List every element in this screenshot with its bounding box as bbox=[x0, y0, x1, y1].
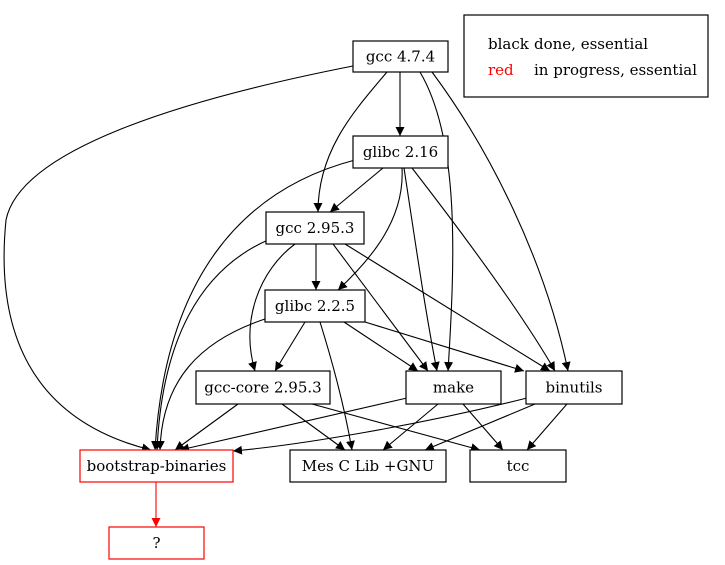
edge-gcc2953-make bbox=[332, 243, 429, 372]
legend-box bbox=[463, 14, 709, 98]
edge-gcc2953-binutils bbox=[344, 243, 551, 372]
edge-gcc474-gcc2953 bbox=[313, 71, 388, 213]
edge-gcccore-bootstrap bbox=[174, 403, 239, 451]
edge-make-mes bbox=[382, 403, 439, 451]
legend-key-black: black bbox=[488, 35, 530, 53]
edge-gcc2953-bootstrap bbox=[152, 239, 269, 451]
node-label: bootstrap-binaries bbox=[87, 457, 227, 475]
edge-gcccore-mes bbox=[281, 403, 346, 451]
node-glibc-2-16[interactable]: glibc 2.16 bbox=[352, 135, 449, 169]
node-label: tcc bbox=[507, 457, 530, 475]
edge-glibc225-bootstrap bbox=[155, 317, 269, 451]
node-make[interactable]: make bbox=[405, 370, 502, 405]
node-label: Mes C Lib +GNU bbox=[302, 457, 434, 475]
node-glibc-2-2-5[interactable]: glibc 2.2.5 bbox=[264, 289, 366, 323]
edge-make-tcc bbox=[462, 403, 504, 451]
legend-key-red: red bbox=[488, 61, 514, 79]
node-gcc-4-7-4[interactable]: gcc 4.7.4 bbox=[352, 40, 449, 73]
node-gcc-2-95-3[interactable]: gcc 2.95.3 bbox=[265, 211, 365, 245]
edge-glibc225-mes bbox=[319, 321, 355, 451]
edge-gcc474-make bbox=[419, 71, 454, 372]
legend-desc-done: done, essential bbox=[534, 35, 648, 53]
edge-glibc216-glibc225 bbox=[337, 167, 403, 291]
node-label: glibc 2.16 bbox=[363, 143, 438, 161]
edge-binutils-tcc bbox=[526, 403, 568, 451]
node-tcc[interactable]: tcc bbox=[469, 449, 567, 483]
edge-binutils-bootstrap bbox=[232, 397, 528, 455]
node-label: gcc 2.95.3 bbox=[276, 219, 355, 237]
edge-gcc2953-gcccore bbox=[248, 243, 296, 372]
node-label: binutils bbox=[545, 379, 602, 397]
edge-make-bootstrap bbox=[179, 397, 408, 453]
edge-glibc216-bootstrap bbox=[151, 159, 356, 451]
edge-gcc474-binutils bbox=[431, 71, 571, 372]
edge-glibc225-gcccore bbox=[274, 321, 306, 372]
node-unknown[interactable]: ? bbox=[108, 526, 205, 560]
node-label: ? bbox=[152, 534, 160, 552]
edge-glibc225-make bbox=[343, 321, 419, 372]
node-label: gcc-core 2.95.3 bbox=[204, 379, 321, 397]
node-mes-c-lib-gnu[interactable]: Mes C Lib +GNU bbox=[289, 449, 447, 483]
legend-desc-in-progress: in progress, essential bbox=[534, 61, 697, 79]
legend: black done, essential red in progress, e… bbox=[463, 14, 709, 98]
edge-glibc225-binutils bbox=[364, 321, 525, 373]
node-gcc-core-2-95-3[interactable]: gcc-core 2.95.3 bbox=[195, 370, 331, 405]
edge-glibc216-make bbox=[403, 167, 440, 372]
node-label: gcc 4.7.4 bbox=[366, 48, 435, 66]
node-label: glibc 2.2.5 bbox=[275, 297, 355, 315]
node-binutils[interactable]: binutils bbox=[525, 370, 623, 405]
node-label: make bbox=[433, 379, 474, 397]
edge-gcc474-bootstrap bbox=[3, 65, 354, 453]
edge-binutils-mes bbox=[424, 403, 536, 451]
edge-glibc216-gcc2953 bbox=[329, 167, 384, 213]
node-bootstrap-binaries[interactable]: bootstrap-binaries bbox=[79, 449, 234, 483]
edge-glibc216-binutils bbox=[411, 167, 556, 372]
